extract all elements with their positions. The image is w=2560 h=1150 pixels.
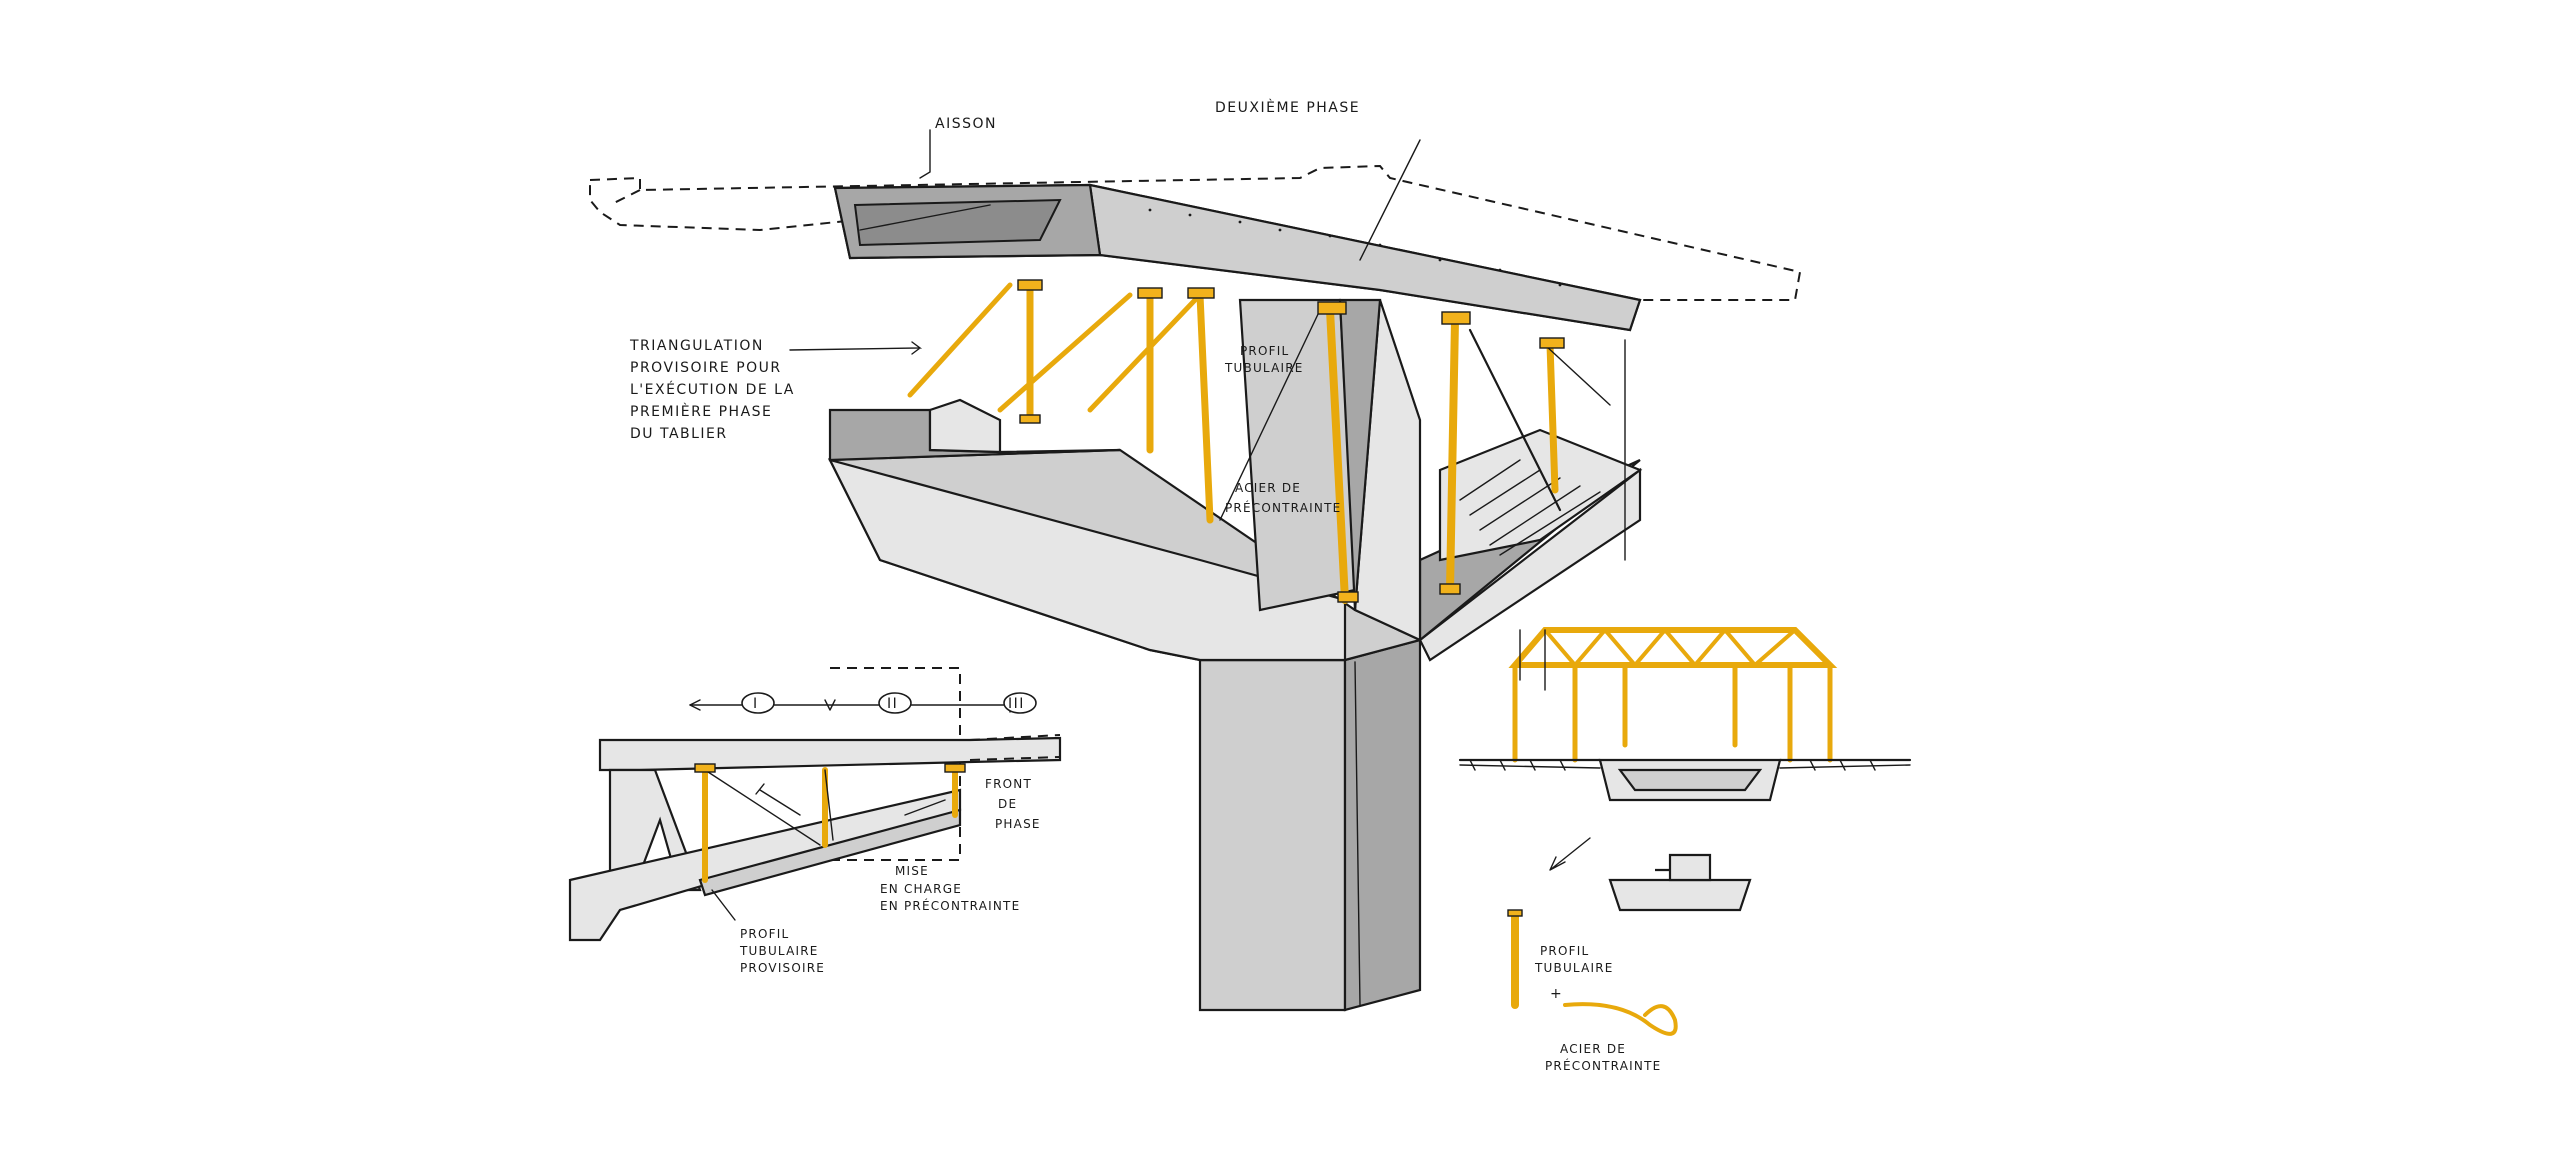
svg-text:PRÉCONTRAINTE: PRÉCONTRAINTE xyxy=(1545,1058,1661,1073)
label-legend-profil: PROFIL xyxy=(1540,944,1589,958)
svg-text:PROVISOIRE POUR: PROVISOIRE POUR xyxy=(630,360,782,376)
label-deuxieme-phase: DEUXIÈME PHASE xyxy=(1215,99,1360,116)
phasing-inset: I II III FRONT DE PHASE MISE EN CHARGE E… xyxy=(568,667,1062,975)
phase-label-2: II xyxy=(887,696,898,712)
far-slab-hatching xyxy=(1459,459,1601,556)
main-perspective-view xyxy=(589,129,1802,1012)
label-legend-acier: ACIER DE xyxy=(1560,1042,1626,1056)
svg-text:L'EXÉCUTION DE LA: L'EXÉCUTION DE LA xyxy=(630,381,795,398)
label-plus: + xyxy=(1550,986,1563,1002)
truss-inset xyxy=(1458,626,1912,802)
temporary-steel-triangulation xyxy=(907,279,1611,604)
main-labels: AISSON DEUXIÈME PHASE TRIANGULATION PROV… xyxy=(629,99,1360,515)
svg-text:PROVISOIRE: PROVISOIRE xyxy=(740,961,825,975)
svg-text:EN PRÉCONTRAINTE: EN PRÉCONTRAINTE xyxy=(880,898,1020,913)
pier-column xyxy=(1198,638,1422,1012)
svg-text:TRIANGULATION: TRIANGULATION xyxy=(629,338,764,354)
leader-caisson xyxy=(919,129,931,179)
label-mise-en-charge: MISE EN CHARGE EN PRÉCONTRAINTE xyxy=(880,864,1020,913)
second-phase-outline xyxy=(589,164,1802,301)
svg-text:TUBULAIRE: TUBULAIRE xyxy=(1534,961,1614,975)
svg-text:TUBULAIRE: TUBULAIRE xyxy=(1224,361,1304,375)
small-cross-section xyxy=(1608,853,1752,912)
svg-text:ACIER DE: ACIER DE xyxy=(1235,481,1301,495)
material-legend: PROFIL TUBULAIRE + ACIER DE PRÉCONTRAINT… xyxy=(1507,909,1678,1073)
phase-label-3: III xyxy=(1008,696,1025,712)
svg-text:PROFIL: PROFIL xyxy=(740,927,789,941)
label-front-de-phase: FRONT xyxy=(985,777,1032,791)
label-acier-top: ACIER DE PRÉCONTRAINTE xyxy=(1225,481,1341,515)
svg-text:EN CHARGE: EN CHARGE xyxy=(880,882,962,896)
svg-text:DU TABLIER: DU TABLIER xyxy=(630,426,728,442)
deck-speckle xyxy=(1148,208,1562,287)
svg-text:PREMIÈRE PHASE: PREMIÈRE PHASE xyxy=(630,403,772,420)
leader-triangulation xyxy=(789,341,923,355)
deck-box-girder xyxy=(833,183,1642,332)
leader-deuxieme-phase xyxy=(1359,139,1421,261)
svg-text:TUBULAIRE: TUBULAIRE xyxy=(739,944,819,958)
label-triangulation: TRIANGULATION PROVISOIRE POUR L'EXÉCUTIO… xyxy=(629,338,795,442)
label-profil-tubulaire-provisoire: PROFIL TUBULAIRE PROVISOIRE xyxy=(739,927,825,975)
svg-text:MISE: MISE xyxy=(895,864,929,878)
label-profil-tubulaire-top: PROFIL TUBULAIRE xyxy=(1224,344,1304,375)
svg-text:PRÉCONTRAINTE: PRÉCONTRAINTE xyxy=(1225,500,1341,515)
phase-label-1: I xyxy=(753,696,759,712)
svg-text:PHASE: PHASE xyxy=(995,817,1041,831)
pier-head xyxy=(827,298,1643,662)
svg-text:DE: DE xyxy=(998,797,1017,811)
svg-text:PROFIL: PROFIL xyxy=(1240,344,1289,358)
section-arrow xyxy=(1549,837,1591,871)
label-caisson: AISSON xyxy=(935,116,997,132)
